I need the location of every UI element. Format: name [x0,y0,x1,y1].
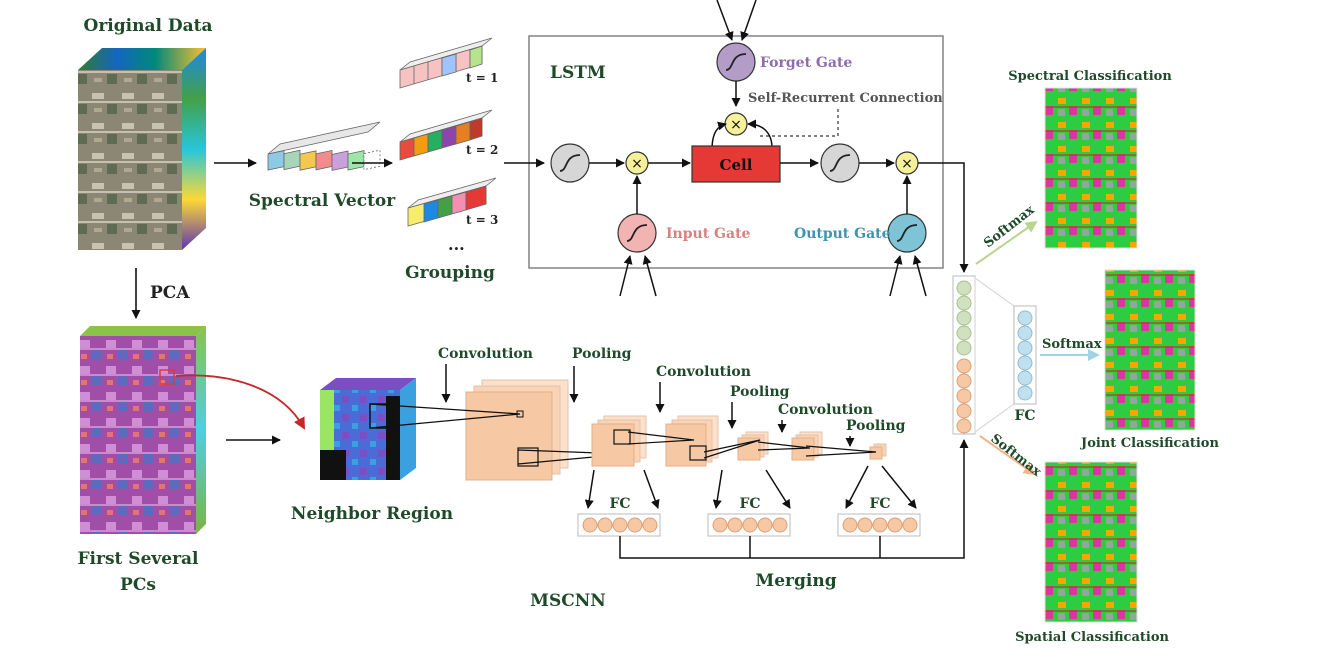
spectral-classification-map [1044,87,1138,249]
patch-extraction-arrow [175,374,305,430]
input-gate-icon [617,213,657,253]
spatial-classification-map [1044,461,1138,623]
self-recurrent-label: Self-Recurrent Connection [748,91,943,106]
softmax-joint-label: Softmax [1042,337,1102,352]
lstm-box [528,35,944,269]
output-multiply-icon: × [895,151,919,175]
group-bar-t3 [407,177,497,227]
pool3-feature-maps [869,443,887,460]
conv1-feature-maps [465,379,569,481]
first-pcs-label-line1: First Several [77,549,199,569]
forget-input-arrow-1 [716,0,734,41]
grouping-label: Grouping [405,263,495,283]
pool2-feature-maps [737,431,769,461]
patch-marker [159,369,175,385]
output-gate-in-arrow-2 [912,255,927,297]
joint-fc-label: FC [1014,408,1035,424]
input-gate-label: Input Gate [666,226,751,242]
output-gate-in-arrow-1 [889,255,903,297]
neighbor-region-label: Neighbor Region [291,504,453,524]
output-tanh-icon [820,143,860,183]
lstm-label: LSTM [550,63,606,83]
pool3-label: Pooling [846,418,906,434]
t2-label: t = 2 [466,143,498,157]
pool1-feature-maps [591,415,647,467]
fc-connector [974,276,1015,434]
input-gate-in-arrow-1 [619,255,633,297]
svg-text:×: × [631,156,643,172]
svg-text:×: × [901,156,913,172]
cell-block [691,145,781,183]
cell-label: Cell [720,156,753,174]
spectral-classification-label: Spectral Classification [1008,69,1172,84]
original-data-cube [78,48,206,250]
fc-label-2: FC [739,496,760,512]
pool1-label: Pooling [572,346,632,362]
softmax-spectral-arrow [975,220,1038,265]
mscnn-label: MSCNN [530,591,606,611]
cell-loop-right [747,119,773,149]
joint-classification-map [1104,269,1196,431]
joint-classification-label: Joint Classification [1080,436,1219,451]
grouping-ellipsis: ... [448,235,465,254]
merging-line [619,439,969,559]
fc-group-1 [577,469,661,537]
original-data-label: Original Data [84,16,213,36]
spatial-classification-label: Spatial Classification [1015,630,1169,645]
concat-feature-column [952,275,976,435]
softmax-spatial-label: Softmax [988,431,1044,480]
conv1-receptive-field [369,403,521,429]
group-bar-t1 [399,37,493,89]
softmax-spatial-arrow [979,435,1036,476]
lstm-output-arrow [918,162,969,273]
first-pcs-cube [80,326,206,534]
pca-label: PCA [150,283,190,303]
spectral-vector-bar [267,121,381,171]
conv3-label: Convolution [778,402,873,418]
merging-label: Merging [755,571,836,591]
group-bar-t2 [399,109,493,161]
input-tanh-icon [550,143,590,183]
fc-label-1: FC [609,496,630,512]
fc-group-3 [837,465,921,537]
input-multiply-icon: × [625,151,649,175]
first-pcs-label-line2: PCs [120,575,156,595]
svg-text:×: × [730,117,742,133]
conv1-label: Convolution [438,346,533,362]
pool2-label: Pooling [730,384,790,400]
fc-group-2 [707,469,791,537]
t3-label: t = 3 [466,213,498,227]
forget-multiply-icon: × [724,112,748,136]
joint-fc-column [1013,305,1037,405]
input-gate-in-arrow-2 [642,255,657,297]
conv2-label: Convolution [656,364,751,380]
output-gate-label: Output Gate [794,226,891,242]
self-recurrent-dashed-line [760,108,839,137]
output-gate-icon [887,213,927,253]
neighbor-region-cube [320,378,416,480]
forget-gate-label: Forget Gate [760,55,852,71]
conv2-feature-maps [665,415,719,467]
forget-gate-icon [716,42,756,82]
t1-label: t = 1 [466,71,498,85]
spectral-vector-label: Spectral Vector [249,191,397,211]
fc-label-3: FC [869,496,890,512]
forget-input-arrow-2 [740,0,757,41]
